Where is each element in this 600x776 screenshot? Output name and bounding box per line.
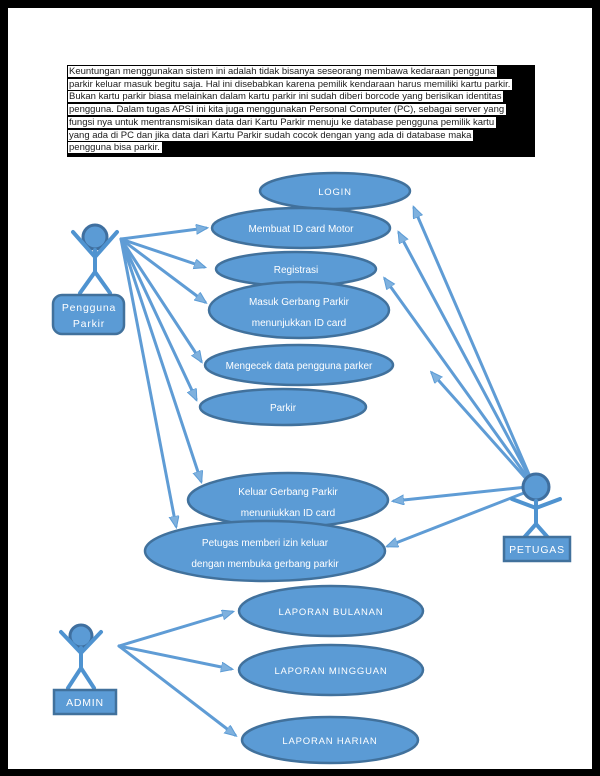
laporan-mingguan-oval (237, 643, 425, 697)
paragraph-line: Keuntungan menggunakan sistem ini adalah… (68, 66, 498, 77)
pengguna-legs (78, 268, 112, 295)
paragraph-line: pengguna. Dalam tugas APSI ini kita juga… (68, 104, 507, 116)
parkir-label: Parkir (270, 403, 297, 414)
petugas-label-box (502, 535, 572, 563)
membuat-oval (210, 206, 392, 250)
membuat-label: Membuat ID card Motor (248, 224, 354, 235)
parkir-oval (198, 387, 368, 427)
usecase-petugas-izin: Petugas memberi izin keluar dengan membu… (143, 519, 387, 583)
keluar-label-line2: menuniukkan ID card (241, 508, 336, 519)
paragraph-line: yang ada di PC dan jika data dari Kartu … (68, 129, 474, 141)
petugas-connectors (385, 208, 533, 546)
laporan-bulanan-label: LAPORAN BULANAN (279, 607, 384, 618)
connector-pengguna-parkir (119, 237, 198, 399)
usecase-membuat-id-card: Membuat ID card Motor (210, 206, 392, 250)
pengguna-connectors (119, 228, 206, 526)
usecase-keluar-gerbang: Keluar Gerbang Parkir menuniukkan ID car… (186, 471, 390, 529)
petugas-izin-label-line2: dengan membuka gerbang parkir (191, 559, 339, 570)
paragraph-line: fungsi nya untuk mentransmisikan data da… (68, 116, 497, 128)
connector-admin-mingguan (117, 644, 231, 669)
admin-label: ADMIN (66, 697, 104, 709)
masuk-label-line2: menunjukkan ID card (252, 318, 347, 329)
connector-petugas-keluar (394, 485, 529, 501)
pengguna-label-box (51, 293, 126, 336)
login-label: LOGIN (318, 187, 352, 198)
connector-pengguna-mengecek (119, 237, 201, 361)
petugas-arms (510, 497, 562, 511)
laporan-bulanan-oval (237, 584, 425, 638)
admin-connectors (117, 612, 235, 735)
admin-legs (66, 664, 96, 690)
paragraph-line: Bukan kartu parkir biasa melainkan dalam… (68, 91, 504, 103)
keluar-label-line1: Keluar Gerbang Parkir (238, 487, 338, 498)
usecase-laporan-mingguan: LAPORAN MINGGUAN (237, 643, 425, 697)
pengguna-arms (71, 230, 119, 261)
connector-admin-bulanan (117, 612, 232, 648)
masuk-label-line1: Masuk Gerbang Parkir (249, 297, 350, 308)
laporan-harian-oval (240, 715, 420, 765)
connector-petugas-izin (388, 489, 531, 546)
actor-petugas: PETUGAS (502, 472, 572, 563)
connector-petugas-membuat (399, 233, 533, 482)
mengecek-label: Mengecek data pengguna parker (226, 361, 373, 372)
laporan-mingguan-label: LAPORAN MINGGUAN (274, 666, 387, 677)
actor-pengguna-parkir: Pengguna Parkir (51, 223, 126, 336)
petugas-izin-label-line1: Petugas memberi izin keluar (202, 538, 329, 549)
pengguna-label-line1: Pengguna (62, 302, 116, 314)
usecase-login: LOGIN (258, 171, 412, 211)
connector-pengguna-petugas-izin (119, 237, 176, 526)
usecase-masuk-gerbang: Masuk Gerbang Parkir menunjukkan ID card (207, 280, 391, 340)
connector-admin-harian (117, 644, 235, 735)
laporan-harian-label: LAPORAN HARIAN (282, 736, 377, 747)
petugas-label: PETUGAS (509, 544, 565, 556)
connector-petugas-mengecek (432, 373, 531, 484)
connector-pengguna-masuk (119, 237, 205, 302)
connector-pengguna-membuat (119, 228, 206, 241)
mengecek-oval (203, 343, 395, 387)
usecase-laporan-harian: LAPORAN HARIAN (240, 715, 420, 765)
connector-petugas-registrasi (385, 279, 532, 483)
usecase-mengecek-data: Mengecek data pengguna parker (203, 343, 395, 387)
actor-admin: ADMIN (52, 623, 118, 716)
petugas-legs (519, 520, 553, 543)
usecase-parkir: Parkir (198, 387, 368, 427)
admin-label-box (52, 688, 118, 716)
intro-paragraph: Keuntungan menggunakan sistem ini adalah… (67, 65, 535, 157)
masuk-oval (207, 280, 391, 340)
usecase-laporan-bulanan: LAPORAN BULANAN (237, 584, 425, 638)
paragraph-line: parkir keluar masuk begitu saja. Hal ini… (68, 78, 513, 90)
connector-petugas-login (412, 208, 533, 481)
petugas-head (521, 472, 551, 502)
pengguna-label-line2: Parkir (73, 318, 105, 330)
connector-pengguna-keluar (119, 237, 201, 481)
paragraph-line: pengguna bisa parkir. (68, 142, 162, 154)
registrasi-label: Registrasi (274, 265, 318, 276)
petugas-izin-oval (143, 519, 387, 583)
connector-pengguna-registrasi (119, 237, 204, 267)
admin-arms (59, 630, 103, 656)
